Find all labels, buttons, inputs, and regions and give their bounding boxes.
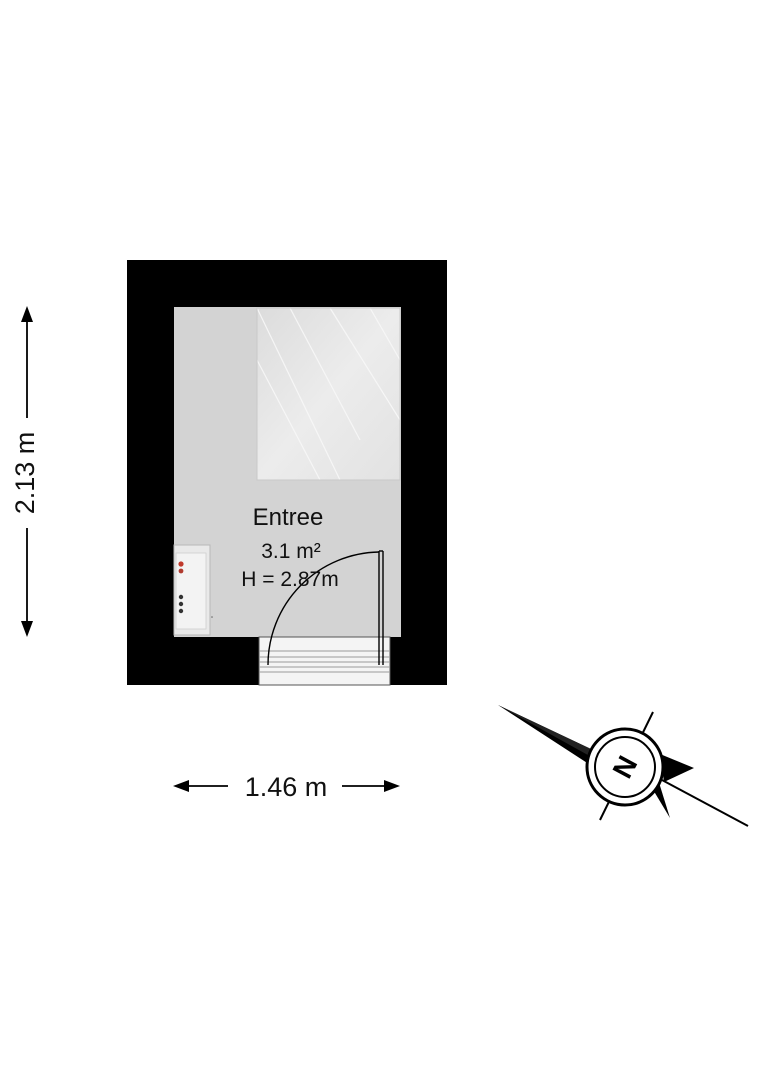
arrow-right-icon bbox=[384, 780, 400, 792]
arrow-up-icon bbox=[21, 306, 33, 322]
room-area: 3.1 m² bbox=[261, 540, 321, 563]
arrow-left-icon bbox=[173, 780, 189, 792]
compass-north-icon: N bbox=[498, 705, 749, 827]
height-dimension-label: 2.13 m bbox=[10, 432, 40, 515]
door-threshold bbox=[258, 636, 391, 686]
room-name: Entree bbox=[253, 504, 324, 531]
arrow-down-icon bbox=[21, 621, 33, 637]
staircase bbox=[256, 307, 401, 481]
meter-cupboard bbox=[173, 544, 213, 636]
room-height: H = 2.87m bbox=[241, 568, 338, 591]
height-dimension: 2.13 m bbox=[10, 306, 40, 637]
width-dimension: 1.46 m bbox=[173, 772, 400, 802]
door-swing bbox=[267, 550, 384, 666]
width-dimension-label: 1.46 m bbox=[245, 772, 328, 802]
